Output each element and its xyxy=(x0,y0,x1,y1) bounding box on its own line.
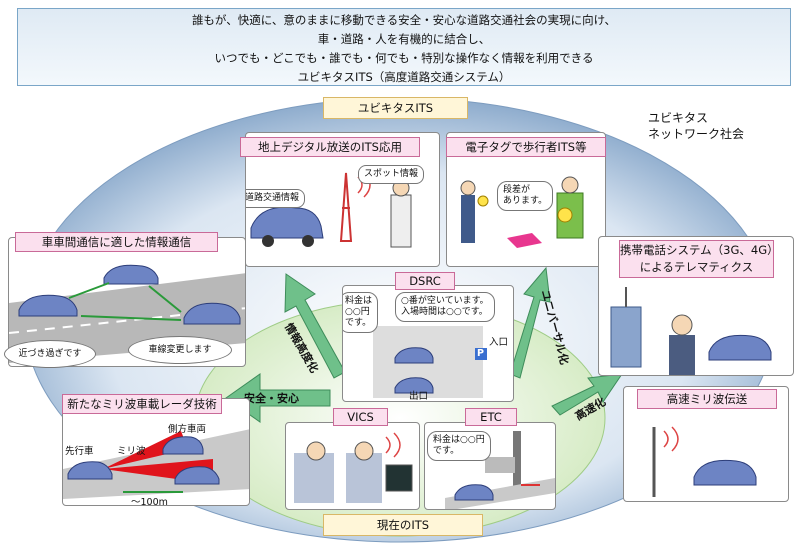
dsrc-parking-line-2: 入場時間は○○です。 xyxy=(401,307,488,317)
car-icon xyxy=(693,459,757,486)
radar-beam xyxy=(103,431,188,469)
mmwave-transmission-title: 高速ミリ波伝送 xyxy=(637,389,777,409)
bubble-spot-info: スポット情報 xyxy=(358,165,425,184)
header-line-2: 車・道路・人を有機的に結合し、 xyxy=(317,32,491,46)
network-society-line-2: ネットワーク社会 xyxy=(648,127,745,141)
car-icon xyxy=(183,302,241,325)
entrance-label: 入口 xyxy=(489,337,509,348)
telematics-illustration xyxy=(610,287,772,375)
radar-title: 新たなミリ波車載レーダ技術 xyxy=(62,394,222,414)
car-icon xyxy=(67,461,113,480)
car-icon xyxy=(162,436,204,455)
dsrc-fee-bubble: 料金は ○○円 です。 xyxy=(343,292,379,333)
ubiquitous-its-label: ユビキタスITS xyxy=(323,97,468,119)
header-line-3: いつでも・どこでも・誰でも・何でも・特別な操作なく情報を利用できる xyxy=(214,51,594,65)
v2v-link xyxy=(148,285,182,313)
arrow-universal xyxy=(509,266,551,379)
etc-fee-line-2: です。 xyxy=(433,446,460,456)
toll-gate-icon xyxy=(513,431,521,486)
radar-illustration xyxy=(63,429,249,499)
header-line-1: 誰もが、快適に、意のままに移動できる安全・安心な道路交通社会の実現に向け、 xyxy=(191,13,617,27)
dsrc-fee-line-2: ○○円 xyxy=(345,307,370,317)
vision-header: 誰もが、快適に、意のままに移動できる安全・安心な道路交通社会の実現に向け、 車・… xyxy=(17,8,791,86)
network-society-line-1: ユビキタス xyxy=(648,111,709,125)
cloud-too-close: 近づき過ぎです xyxy=(4,340,96,368)
digital-broadcast-title: 地上デジタル放送のITS応用 xyxy=(240,137,420,157)
businessman-icon xyxy=(669,335,695,375)
digital-broadcast-illustration xyxy=(250,172,412,248)
telematics-title: 携帯電話システム（3G、4G） によるテレマティクス xyxy=(619,240,779,278)
telematics-title-line-1: 携帯電話システム（3G、4G） xyxy=(620,243,779,257)
navigation-screen-icon xyxy=(385,464,413,492)
telematics-title-line-2: によるテレマティクス xyxy=(639,260,754,274)
panel-vics xyxy=(285,422,420,510)
dsrc-parking-bubble: ○番が空いています。 入場時間は○○です。 xyxy=(395,292,495,322)
speech-step-warning: 段差が あります。 xyxy=(497,181,554,211)
etc-title: ETC xyxy=(465,408,517,426)
electronic-tag-title: 電子タグで歩行者ITS等 xyxy=(446,137,606,157)
electronic-tag-illustration xyxy=(460,176,584,248)
speech-step-line-2: あります。 xyxy=(503,196,548,206)
v2v-title: 車車間通信に適した情報通信 xyxy=(15,232,218,252)
panel-mmwave-radar: 先行車 ミリ波 側方車両 ～100m xyxy=(62,398,250,506)
lead-car-label: 先行車 xyxy=(65,446,94,457)
side-vehicle-label: 側方車両 xyxy=(168,424,207,435)
smiley-icon xyxy=(557,207,573,223)
dsrc-fee-line-3: です。 xyxy=(345,318,372,328)
mmwave-transmission-illustration xyxy=(652,426,757,497)
car-icon xyxy=(394,377,434,394)
vics-title: VICS xyxy=(333,408,388,426)
speech-step-line-1: 段差が xyxy=(503,185,531,195)
building-icon xyxy=(610,306,642,368)
v2v-link xyxy=(80,315,182,321)
v2v-link xyxy=(68,282,110,299)
parking-sign-icon xyxy=(475,348,487,360)
car-icon xyxy=(708,334,772,361)
vics-illustration xyxy=(294,432,413,503)
rfid-tag-icon xyxy=(507,233,542,248)
businessman-icon xyxy=(390,194,412,248)
panel-etc: 料金は○○円 です。 xyxy=(424,422,556,510)
panel-dsrc: 料金は ○○円 です。 ○番が空いています。 入場時間は○○です。 P 入口 出… xyxy=(342,285,514,402)
dsrc-fee-line-1: 料金は xyxy=(345,296,373,306)
car-icon xyxy=(103,264,159,285)
header-line-4: ユビキタスITS（高度道路交通システム） xyxy=(297,70,511,84)
network-society-label: ユビキタス ネットワーク社会 xyxy=(648,110,744,142)
arrow-safety-label: 安全・安心 xyxy=(244,392,299,405)
car-icon xyxy=(454,484,494,501)
cloud-lane-change: 車線変更します xyxy=(128,336,232,364)
arrow-speedup xyxy=(551,373,624,416)
bubble-traffic-info: 高度道路交通情報 xyxy=(246,189,306,208)
dsrc-parking-line-1: ○番が空いています。 xyxy=(401,296,489,306)
millimeter-wave-label: ミリ波 xyxy=(117,446,146,457)
etc-illustration xyxy=(445,431,555,509)
pedestrian-icon xyxy=(461,195,475,243)
dsrc-illustration xyxy=(373,326,487,398)
current-its-label: 現在のITS xyxy=(323,514,483,536)
distance-label: ～100m xyxy=(131,497,168,506)
car-icon xyxy=(18,294,78,317)
etc-fee-line-1: 料金は○○円 xyxy=(433,435,485,445)
exit-label: 出口 xyxy=(409,391,429,402)
parking-sign-label: P xyxy=(477,348,484,359)
dsrc-title: DSRC xyxy=(395,272,455,290)
car-icon xyxy=(394,347,434,364)
car-icon xyxy=(174,466,220,485)
etc-fee-bubble: 料金は○○円 です。 xyxy=(427,431,491,461)
arrow-info-advance xyxy=(284,273,346,379)
